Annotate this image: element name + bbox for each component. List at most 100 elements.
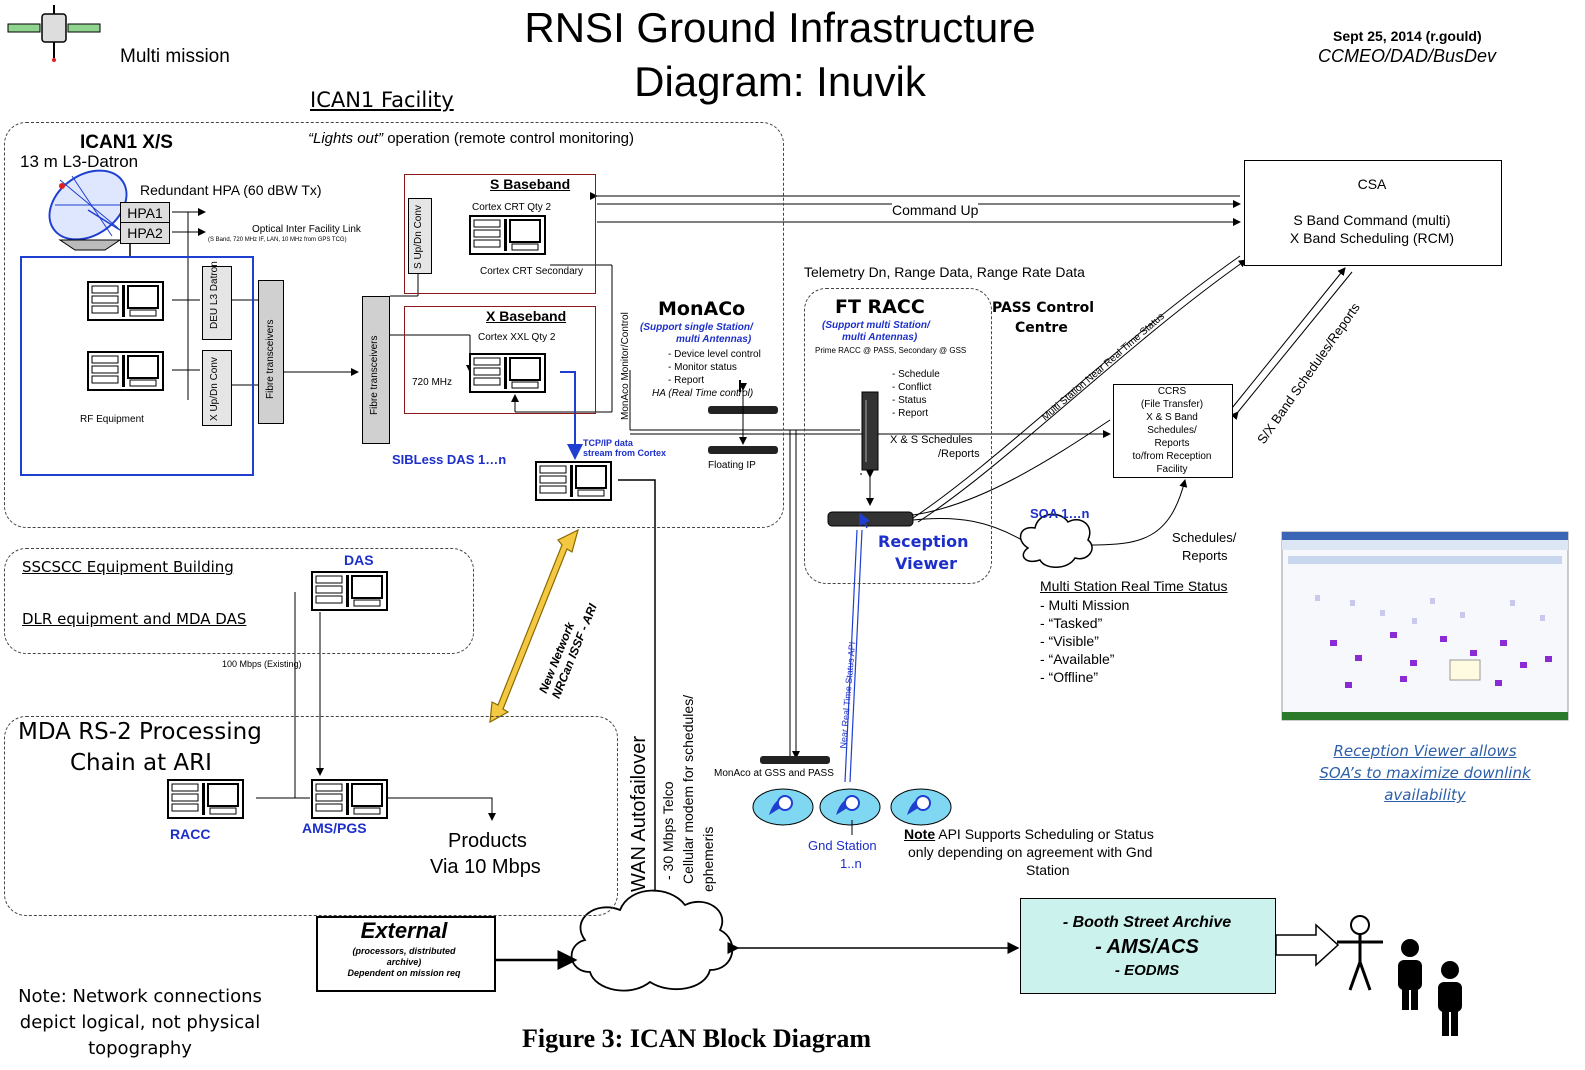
ican1-facility-title: ICAN1 Facility	[310, 88, 454, 112]
soa-reports: Reports	[1182, 548, 1228, 563]
rf-equipment-box	[20, 256, 254, 476]
multi-mission-label: Multi mission	[120, 46, 230, 67]
users-icon	[1337, 915, 1462, 1036]
s-baseband-title: S Baseband	[490, 176, 571, 192]
archive-line2: - AMS/ACS	[1095, 936, 1199, 958]
org-label: CCMEO/DAD/BusDev	[1318, 46, 1497, 66]
api-note-line3: Station	[1026, 862, 1070, 878]
ams-pgs-label: AMS/PGS	[302, 820, 367, 836]
monaco-ha: HA (Real Time control)	[652, 388, 754, 399]
gnd-station-label2: 1..n	[840, 856, 862, 871]
sibless-das-label: SIBLess DAS 1…n	[392, 452, 507, 467]
reception-viewer-title2: Viewer	[895, 554, 957, 573]
reception-viewer-title1: Reception	[878, 532, 969, 551]
external-title: External	[360, 918, 448, 943]
csa-line1: S Band Command (multi)	[1293, 212, 1451, 228]
hpa-label: Redundant HPA (60 dBW Tx)	[140, 182, 322, 198]
racc-label: RACC	[170, 826, 211, 842]
x-baseband-title: X Baseband	[486, 308, 567, 324]
sscscc-region	[4, 548, 474, 654]
sscscc-building-label: SSCSCC Equipment Building	[22, 558, 234, 576]
x-updn-box: X Up/Dn Conv	[202, 350, 232, 426]
fibre-transceiver-2: Fibre transceivers	[362, 296, 390, 444]
command-up-label: Command Up	[892, 202, 979, 218]
hpa2-box: HPA2	[120, 222, 170, 244]
ican1-xs-title: ICAN1 X/S	[80, 132, 173, 153]
reception-viewer-screenshot	[1281, 531, 1569, 721]
products-label2: Via 10 Mbps	[430, 856, 541, 878]
monaco-gss-label: MonAco at GSS and PASS	[714, 768, 834, 779]
pass-control-2: Centre	[1015, 320, 1068, 336]
figure-caption: Figure 3: ICAN Block Diagram	[522, 1024, 872, 1053]
api-note-line1: Note API Supports Scheduling or Status	[904, 826, 1154, 842]
optical-link-sub: (S Band, 720 MHz IF, LAN, 10 MHz from GP…	[208, 237, 347, 243]
ftracc-sub1: (Support multi Station/	[822, 320, 930, 331]
monaco-items: - Device level control- Monitor status- …	[668, 349, 761, 386]
mda-region	[4, 716, 618, 916]
mda-title1: MDA RS-2 Processing	[18, 719, 262, 745]
rt-status-items: - Multi Mission- “Tasked”- “Visible”- “A…	[1040, 597, 1130, 685]
monaco-title: MonACo	[658, 298, 746, 320]
x-baseband-box	[404, 306, 596, 414]
telemetry-label: Telemetry Dn, Range Data, Range Rate Dat…	[804, 264, 1085, 280]
csa-box	[1244, 160, 1502, 266]
monaco-sub1: (Support single Station/	[640, 322, 753, 333]
antenna-label: 13 m L3-Datron	[20, 152, 139, 171]
rf-equipment-label: RF Equipment	[80, 414, 144, 425]
cellular-label1: Cellular modem for schedules/	[680, 694, 696, 884]
new-network-arrow	[489, 528, 579, 724]
ftracc-items: - Schedule- Conflict- Status- Report	[892, 369, 940, 419]
mbps-label: 100 Mbps (Existing)	[222, 659, 302, 669]
rt-status-title: Multi Station Real Time Status	[1040, 578, 1228, 594]
soa-label: SOA 1…n	[1030, 506, 1090, 521]
page-title-line1: RNSI Ground Infrastructure	[524, 4, 1036, 51]
optical-link-label: Optical Inter Facility Link	[252, 224, 361, 235]
satellite-icon	[7, 5, 101, 62]
soa-cloud	[1019, 513, 1093, 568]
ftracc-title: FT RACC	[835, 296, 925, 318]
pass-control-1: PASS Control	[992, 300, 1095, 316]
cellular-label2: ephemeris	[700, 826, 716, 892]
archive-box	[1020, 898, 1276, 994]
das-label: DAS	[344, 552, 374, 568]
products-label1: Products	[448, 830, 527, 852]
csa-title: CSA	[1357, 176, 1387, 192]
archive-line1: - Booth Street Archive	[1062, 914, 1232, 931]
soa-schedules: Schedules/	[1172, 530, 1237, 545]
cortex-crt-secondary-label: Cortex CRT Secondary	[480, 266, 584, 277]
deu-box: DEU L3 Datron	[202, 261, 232, 340]
ftracc-sub2: multi Antennas)	[842, 332, 918, 343]
s-baseband-box	[404, 174, 596, 294]
ftracc-region	[804, 288, 992, 584]
mhz-720-label: 720 MHz	[412, 377, 453, 388]
ican1-facility-region	[4, 122, 784, 528]
api-note-line2: only depending on agreement with Gnd	[908, 844, 1153, 860]
ftracc-prime: Prime RACC @ PASS, Secondary @ GSS	[815, 346, 967, 355]
dlr-label: DLR equipment and MDA DAS	[22, 610, 247, 628]
hpa1-box: HPA1	[120, 202, 170, 224]
csa-line2: X Band Scheduling (RCM)	[1289, 230, 1455, 246]
monaco-monitor-label: MonAco Monitor/Control	[620, 312, 631, 420]
xs-reports-label: /Reports	[938, 448, 980, 460]
external-box	[316, 916, 496, 992]
wan-label: WAN Autofailover	[628, 736, 650, 892]
xs-schedules-label: X & S Schedules	[890, 434, 973, 446]
fibre-transceiver-1: Fibre transceivers	[258, 280, 284, 424]
gnd-station-label1: Gnd Station	[808, 838, 877, 853]
archive-line3: - EODMS	[1114, 962, 1180, 979]
cortex-crt-label: Cortex CRT Qty 2	[472, 202, 552, 213]
floating-ip-label: Floating IP	[708, 460, 756, 471]
page-title-line2: Diagram: Inuvik	[634, 58, 926, 105]
lights-out-text: “Lights out” operation (remote control m…	[308, 130, 634, 147]
monaco-sub2: multi Antennas)	[676, 334, 752, 345]
ccrs-box	[1113, 384, 1233, 478]
telco-label: - 30 Mbps Telco	[660, 781, 676, 880]
antenna-dish-icon	[48, 169, 128, 251]
date-label: Sept 25, 2014 (r.gould)	[1333, 28, 1482, 44]
